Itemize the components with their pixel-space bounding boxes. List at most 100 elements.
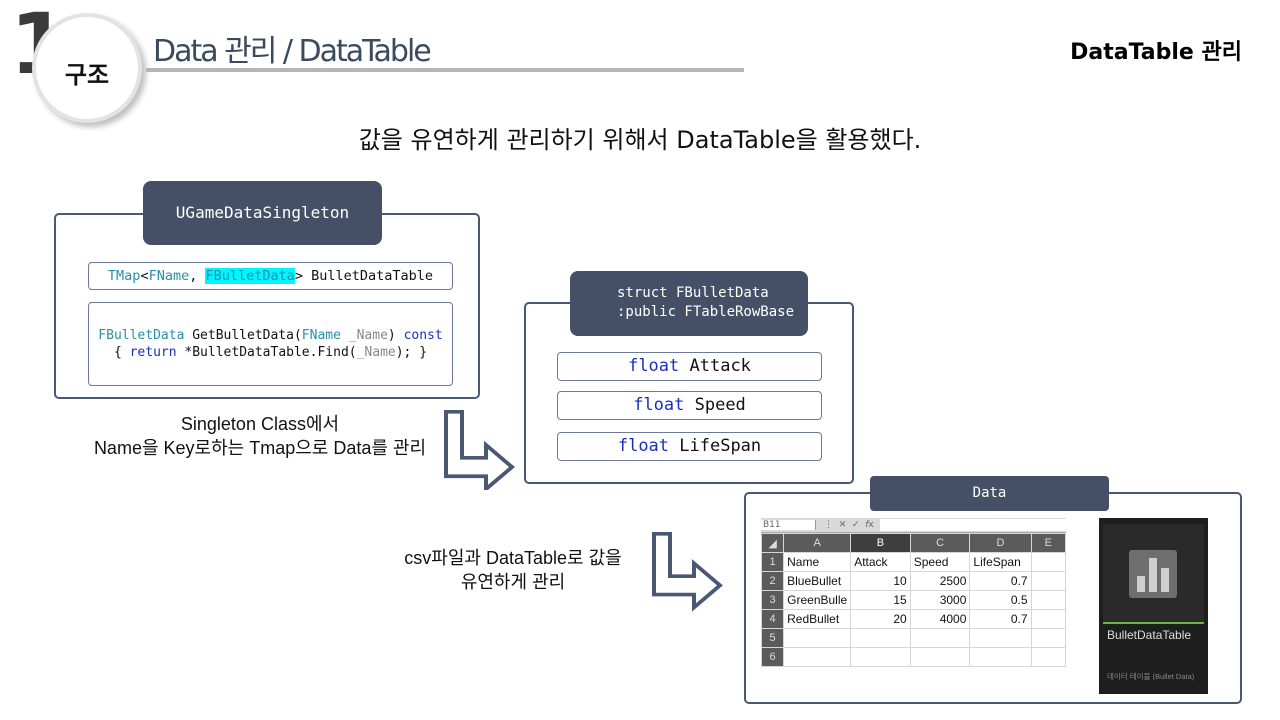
table-row: 4 RedBullet 20 4000 0.7 bbox=[761, 609, 1066, 629]
field-name: Speed bbox=[684, 395, 746, 415]
map-value-type: FBulletData bbox=[205, 268, 295, 284]
excel-fx-icon: ⋮ ✕ ✓ fx bbox=[824, 520, 874, 530]
return-keyword: return bbox=[129, 345, 177, 360]
table-row: 1 Name Attack Speed LifeSpan bbox=[761, 552, 1066, 572]
data-caption-line-2: 유연하게 관리 bbox=[460, 572, 566, 592]
cell[interactable] bbox=[850, 647, 911, 667]
field-type: float bbox=[617, 436, 670, 456]
col-header[interactable]: D bbox=[969, 533, 1032, 553]
field-type: float bbox=[628, 356, 680, 376]
func-name: GetBulletData( bbox=[184, 328, 302, 343]
cell[interactable]: 15 bbox=[850, 590, 911, 610]
cell[interactable]: 20 bbox=[850, 609, 911, 629]
table-row: 3 GreenBulle 15 3000 0.5 bbox=[761, 590, 1066, 610]
excel-formula-input[interactable] bbox=[879, 519, 1066, 531]
header-right-title: DataTable 관리 bbox=[1070, 40, 1242, 65]
param-type: FName bbox=[301, 328, 341, 343]
getter-line-1: FBulletData GetBulletData(FName _Name) c… bbox=[89, 327, 452, 344]
cell[interactable] bbox=[1030, 628, 1066, 648]
datatable-chart-icon bbox=[1129, 550, 1177, 598]
cell[interactable]: 0.7 bbox=[969, 609, 1032, 629]
table-row: 5 bbox=[761, 628, 1066, 648]
asset-type-bar bbox=[1103, 622, 1204, 624]
find-arg: _Name bbox=[356, 345, 396, 360]
section-label: 구조 bbox=[64, 61, 110, 89]
arrow-to-struct-icon bbox=[444, 410, 515, 490]
cell[interactable]: RedBullet bbox=[783, 609, 852, 629]
singleton-tag: UGameDataSingleton bbox=[143, 181, 382, 245]
row-header[interactable]: 1 bbox=[761, 552, 785, 572]
cell[interactable]: 10 bbox=[850, 571, 911, 591]
row-header[interactable]: 2 bbox=[761, 571, 785, 591]
find-call: *BulletDataTable.Find( bbox=[176, 345, 357, 360]
cell[interactable] bbox=[1030, 571, 1066, 591]
struct-field-speed: float Speed bbox=[557, 391, 822, 420]
field-name: LifeSpan bbox=[669, 436, 762, 456]
row-header[interactable]: 4 bbox=[761, 609, 785, 629]
excel-sheet: B11 ⋮ ✕ ✓ fx ◢ A B C D E 1 Name Attack S… bbox=[761, 518, 1066, 678]
singleton-caption: Singleton Class에서 Name을 Key로하는 Tmap으로 Da… bbox=[40, 412, 480, 460]
struct-field-lifespan: float LifeSpan bbox=[557, 432, 822, 461]
row-header[interactable]: 3 bbox=[761, 590, 785, 610]
cell[interactable] bbox=[1030, 647, 1066, 667]
brace-open: { bbox=[113, 345, 130, 360]
section-badge bbox=[32, 13, 142, 123]
cell[interactable] bbox=[909, 647, 971, 667]
col-header[interactable]: E bbox=[1030, 533, 1066, 553]
cell[interactable] bbox=[909, 628, 971, 648]
cell[interactable]: 3000 bbox=[909, 590, 971, 610]
cell[interactable]: 2500 bbox=[909, 571, 971, 591]
title-underline bbox=[146, 68, 744, 72]
col-header[interactable]: B bbox=[850, 533, 911, 553]
cell[interactable]: Attack bbox=[850, 552, 911, 572]
arrow-to-data-icon bbox=[652, 532, 723, 612]
cell[interactable] bbox=[850, 628, 911, 648]
cell[interactable]: GreenBulle bbox=[783, 590, 852, 610]
data-caption-line-1: csv파일과 DataTable로 값을 bbox=[404, 548, 622, 568]
getter-function: FBulletData GetBulletData(FName _Name) c… bbox=[88, 302, 453, 386]
row-header[interactable]: 6 bbox=[761, 647, 785, 667]
singleton-caption-line-1: Singleton Class에서 bbox=[180, 414, 340, 434]
cell[interactable] bbox=[969, 647, 1032, 667]
col-header[interactable]: C bbox=[909, 533, 971, 553]
cell[interactable] bbox=[783, 628, 852, 648]
cell[interactable] bbox=[1030, 609, 1066, 629]
cell[interactable]: Name bbox=[783, 552, 852, 572]
cell[interactable]: LifeSpan bbox=[969, 552, 1032, 572]
paren: ) bbox=[387, 328, 404, 343]
cell[interactable] bbox=[969, 628, 1032, 648]
cell[interactable] bbox=[1030, 590, 1066, 610]
col-header[interactable]: A bbox=[783, 533, 852, 553]
cell[interactable] bbox=[1030, 552, 1066, 572]
excel-name-box[interactable]: B11 bbox=[761, 520, 816, 530]
brace-close: ); } bbox=[395, 345, 428, 360]
cell[interactable]: 4000 bbox=[909, 609, 971, 629]
map-key-type: FName bbox=[148, 268, 190, 284]
slide-subtitle: 값을 유연하게 관리하기 위해서 DataTable을 활용했다. bbox=[358, 126, 922, 154]
excel-corner[interactable]: ◢ bbox=[761, 533, 785, 553]
row-header[interactable]: 5 bbox=[761, 628, 785, 648]
param-name: _Name bbox=[340, 328, 388, 343]
cell[interactable]: BlueBullet bbox=[783, 571, 852, 591]
return-type: FBulletData bbox=[98, 328, 185, 343]
struct-field-attack: float Attack bbox=[557, 352, 822, 381]
singleton-caption-line-2: Name을 Key로하는 Tmap으로 Data를 관리 bbox=[93, 438, 427, 458]
cell[interactable]: 0.5 bbox=[969, 590, 1032, 610]
asset-type-label: 데이터 테이블 (Bullet Data) bbox=[1107, 672, 1195, 681]
table-row: 2 BlueBullet 10 2500 0.7 bbox=[761, 571, 1066, 591]
cell[interactable]: 0.7 bbox=[969, 571, 1032, 591]
cell[interactable] bbox=[783, 647, 852, 667]
data-caption: csv파일과 DataTable로 값을 유연하게 관리 bbox=[380, 546, 646, 594]
map-bracket: < bbox=[140, 268, 149, 284]
struct-tag: struct FBulletData :public FTableRowBase bbox=[570, 271, 808, 336]
table-row: 6 bbox=[761, 647, 1066, 667]
datatable-asset-tile[interactable]: BulletDataTable 데이터 테이블 (Bullet Data) bbox=[1099, 518, 1208, 694]
excel-formula-bar: B11 ⋮ ✕ ✓ fx bbox=[761, 518, 1066, 533]
struct-tag-line-1: struct FBulletData bbox=[617, 285, 769, 301]
map-type: TMap bbox=[107, 268, 141, 284]
asset-name: BulletDataTable bbox=[1107, 628, 1192, 642]
map-declaration: TMap<FName, FBulletData> BulletDataTable bbox=[88, 262, 453, 290]
cell[interactable]: Speed bbox=[909, 552, 971, 572]
data-tag: Data bbox=[870, 476, 1109, 511]
map-var: > BulletDataTable bbox=[294, 268, 434, 284]
